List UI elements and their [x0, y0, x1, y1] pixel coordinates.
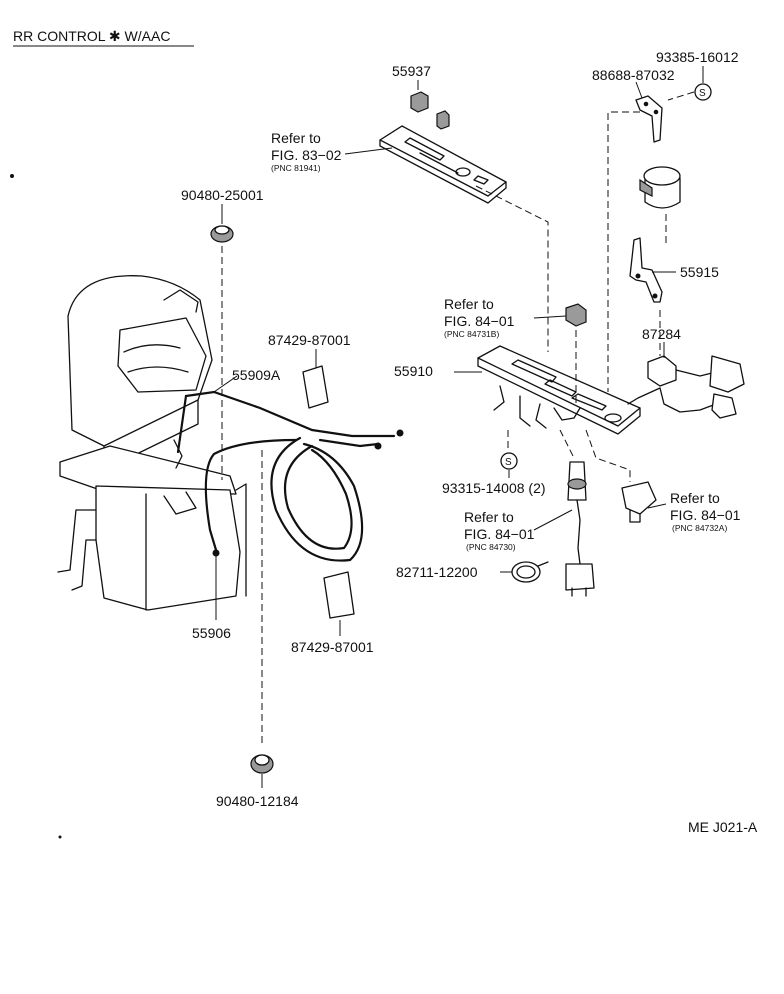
bracket-88688 — [635, 95, 663, 143]
ref-fig-84-01-84731b: Refer to FIG. 84−01 (PNC 84731B) — [444, 296, 515, 339]
grommet-90480-25001 — [210, 225, 234, 243]
stray-dot-left — [10, 174, 14, 178]
svg-text:FIG. 84−01: FIG. 84−01 — [464, 526, 535, 542]
harness-87284 — [627, 355, 745, 419]
label-90480-12184: 90480-12184 — [216, 793, 299, 809]
svg-text:Refer to: Refer to — [271, 130, 321, 146]
label-90480-25001: 90480-25001 — [181, 187, 264, 203]
label-55915: 55915 — [680, 264, 719, 280]
label-82711-12200: 82711-12200 — [396, 564, 478, 580]
pad-87429-upper — [302, 365, 329, 409]
stray-dot-bottom — [58, 835, 62, 839]
s-mark-bottom: S — [500, 452, 518, 470]
svg-text:S: S — [699, 88, 706, 99]
s-mark-top: S — [694, 83, 712, 101]
control-panel-upper — [379, 125, 507, 204]
cable-55909a — [176, 390, 404, 562]
label-93385-16012: 93385-16012 — [656, 49, 739, 65]
switch-84732a — [621, 481, 657, 523]
ref-fig-83-02: Refer to FIG. 83−02 (PNC 81941) — [271, 130, 342, 173]
dashed-lines — [221, 91, 695, 744]
label-ref-code: ME J021-A — [688, 819, 758, 835]
svg-text:Refer to: Refer to — [464, 509, 514, 525]
pad-87429-lower — [323, 571, 355, 619]
label-55910: 55910 — [394, 363, 433, 379]
label-88688-87032: 88688-87032 — [592, 67, 675, 83]
svg-text:FIG. 84−01: FIG. 84−01 — [444, 313, 515, 329]
svg-text:(PNC 84732A): (PNC 84732A) — [672, 523, 727, 533]
grommet-90480-12184 — [250, 754, 274, 774]
label-55909a: 55909A — [232, 367, 281, 383]
svg-text:FIG. 83−02: FIG. 83−02 — [271, 147, 342, 163]
ref-fig-84-01-84732a: Refer to FIG. 84−01 (PNC 84732A) — [670, 490, 741, 533]
blower-heater-unit — [57, 275, 247, 611]
label-87429-87001-lower: 87429-87001 — [291, 639, 374, 655]
svg-text:(PNC 84731B): (PNC 84731B) — [444, 329, 499, 339]
clamp-82711 — [511, 561, 549, 583]
diagram-title: RR CONTROL ✱ W/AAC — [13, 28, 170, 44]
knob-55937 — [410, 91, 450, 130]
control-unit-55910 — [477, 303, 641, 435]
svg-text:(PNC 84730): (PNC 84730) — [466, 542, 516, 552]
svg-text:(PNC 81941): (PNC 81941) — [271, 163, 321, 173]
label-55906: 55906 — [192, 625, 231, 641]
actuator-motor — [639, 166, 681, 209]
label-87429-87001-upper: 87429-87001 — [268, 332, 351, 348]
ref-fig-84-01-84730: Refer to FIG. 84−01 (PNC 84730) — [464, 509, 535, 552]
bracket-55915 — [629, 237, 663, 303]
sensor-84730 — [565, 461, 595, 597]
svg-text:FIG. 84−01: FIG. 84−01 — [670, 507, 741, 523]
svg-text:S: S — [505, 457, 512, 468]
svg-text:Refer to: Refer to — [670, 490, 720, 506]
label-93315-14008: 93315-14008 (2) — [442, 480, 546, 496]
label-87284: 87284 — [642, 326, 681, 342]
label-55937: 55937 — [392, 63, 431, 79]
leader-lines — [213, 66, 704, 788]
svg-text:Refer to: Refer to — [444, 296, 494, 312]
